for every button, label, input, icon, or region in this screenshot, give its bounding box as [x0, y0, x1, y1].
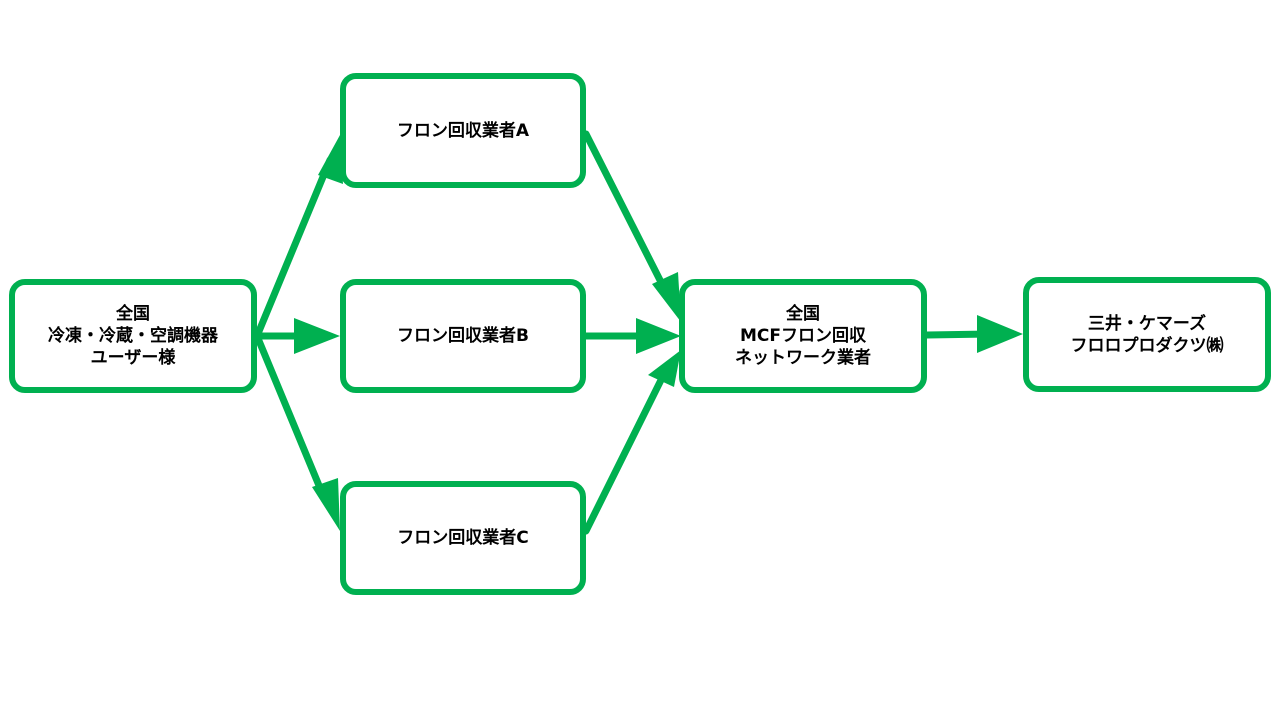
arrowhead-network-to-mitsui — [977, 315, 1023, 353]
node-users-line-3: ユーザー様 — [90, 348, 176, 368]
node-mitsui-line-2: フロロプロダクツ㈱ — [1070, 335, 1224, 356]
node-collector-a-label: フロン回収業者A — [396, 120, 530, 141]
node-network-line-2: MCFフロン回収 — [739, 326, 866, 346]
node-network-line-3: ネットワーク業者 — [735, 348, 871, 368]
node-mitsui-line-1: 三井・ケマーズ — [1087, 313, 1207, 334]
arrowhead-users-to-a — [318, 135, 343, 184]
arrowhead-c-to-network — [648, 350, 681, 387]
arrowhead-a-to-network — [652, 272, 681, 322]
node-network: 全国 MCFフロン回収 ネットワーク業者 — [679, 279, 927, 393]
arrow-users-to-a — [253, 156, 334, 340]
arrowhead-users-to-b — [294, 318, 340, 354]
node-collector-b: フロン回収業者B — [340, 279, 586, 393]
node-users: 全国 冷凍・冷蔵・空調機器 ユーザー様 — [9, 279, 257, 393]
node-users-line-2: 冷凍・冷蔵・空調機器 — [48, 326, 218, 346]
node-collector-a: フロン回収業者A — [340, 73, 586, 188]
node-mitsui: 三井・ケマーズ フロロプロダクツ㈱ — [1023, 277, 1271, 392]
arrow-a-to-network — [582, 130, 669, 294]
arrow-users-to-c — [253, 332, 329, 504]
node-collector-c: フロン回収業者C — [340, 481, 586, 595]
node-users-line-1: 全国 — [116, 304, 150, 324]
node-network-line-1: 全国 — [786, 304, 820, 324]
node-collector-b-label: フロン回収業者B — [397, 326, 529, 346]
arrowhead-b-to-network — [636, 318, 681, 354]
arrow-c-to-network — [582, 374, 666, 535]
node-collector-c-label: フロン回収業者C — [397, 528, 529, 548]
arrowhead-users-to-c — [312, 478, 340, 531]
